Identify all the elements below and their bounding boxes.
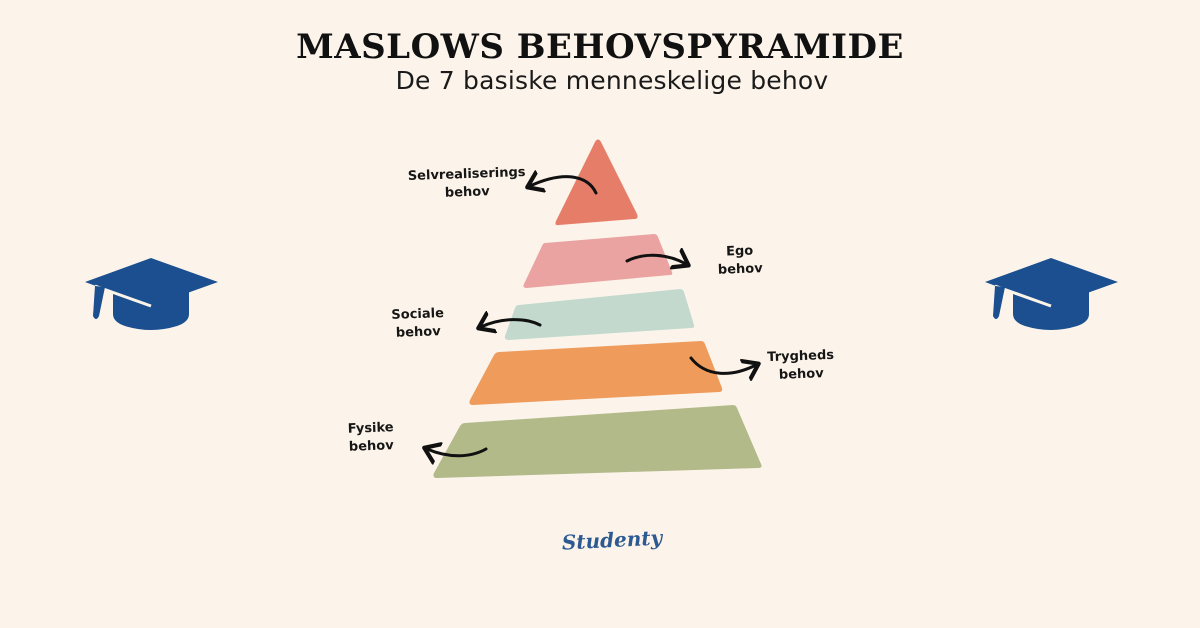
label-ego-line1: Ego	[725, 243, 754, 260]
label-fysike-line2: behov	[348, 438, 394, 455]
arrow-fysike	[427, 449, 488, 456]
label-sociale-line2: behov	[395, 324, 441, 341]
label-trygheds-line2: behov	[778, 366, 824, 383]
label-ego-line2: behov	[717, 261, 763, 278]
arrow-selvrealisering	[530, 177, 598, 195]
page-title: MASLOWS BEHOVSPYRAMIDE	[296, 27, 904, 67]
label-ego: Ego behov	[706, 242, 773, 280]
arrow-sociale	[481, 320, 542, 327]
pyramid-layer-fysike	[433, 405, 762, 478]
pyramid-layer-sociale	[504, 289, 695, 340]
label-fysike: Fysike behov	[339, 419, 402, 457]
label-sociale-line1: Sociale	[391, 306, 445, 323]
arrow-ego	[625, 255, 686, 264]
pyramid-layer-trygheds	[469, 341, 723, 405]
label-selvrealisering: Selvrealiserings behov	[407, 164, 526, 204]
label-fysike-line1: Fysike	[347, 420, 394, 437]
pyramid-layer-ego	[523, 234, 673, 288]
label-sociale: Sociale behov	[383, 305, 452, 343]
arrow-trygheds	[689, 356, 756, 373]
pyramid-layer-selvrealisering	[555, 139, 638, 226]
label-trygheds-line1: Trygheds	[767, 347, 835, 366]
graduation-cap-icon	[985, 258, 1118, 330]
label-trygheds: Trygheds behov	[759, 347, 842, 386]
page-subtitle: De 7 basiske menneskelige behov	[395, 66, 829, 95]
graduation-cap-icon	[85, 258, 218, 330]
